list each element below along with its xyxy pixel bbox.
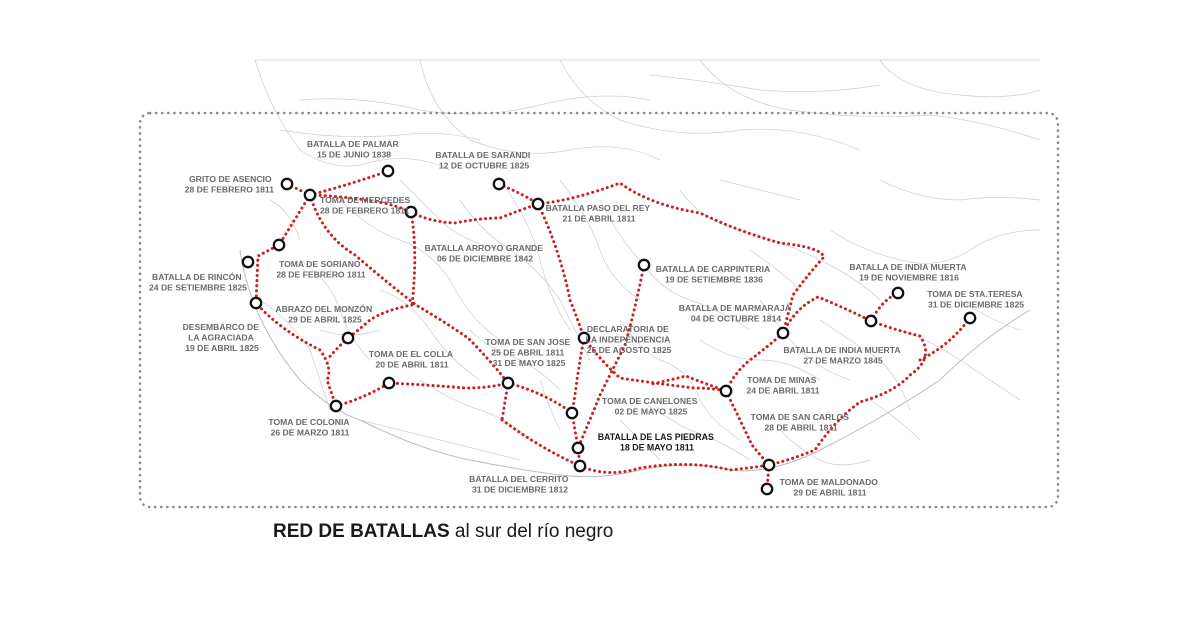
label-piedras: BATALLA DE LAS PIEDRAS 18 DE MAYO 1811 (598, 432, 717, 453)
label-asencio: GRITO DE ASENCIO 28 DE FEBRERO 1811 (185, 174, 275, 195)
marker-colonia[interactable] (329, 399, 343, 413)
label-rincon: BATALLA DE RINCÓN 24 DE SETIEMBRE 1825 (149, 271, 247, 293)
label-maldonado: TOMA DE MALDONADO 29 DE ABRIL 1811 (780, 477, 881, 498)
label-colonia: TOMA DE COLONIA 26 DE MARZO 1811 (268, 417, 351, 438)
label-agraciada: DESEMBARCO DE LA AGRACIADA 19 DE ABRIL 1… (183, 322, 262, 353)
marker-mercedes[interactable] (303, 188, 317, 202)
label-monzon: ABRAZO DEL MONZÓN 29 DE ABRIL 1825 (275, 303, 374, 325)
label-minas: TOMA DE MINAS 24 DE ABRIL 1811 (746, 375, 819, 396)
marker-monzon[interactable] (341, 331, 355, 345)
marker-soriano[interactable] (272, 238, 286, 252)
marker-san-carlos[interactable] (762, 458, 776, 472)
marker-canelones[interactable] (565, 406, 579, 420)
label-india-muerta-1845: BATALLA DE INDIA MUERTA 27 DE MARZO 1845 (783, 345, 902, 366)
marker-india-muerta-1845[interactable] (864, 314, 878, 328)
marker-asencio[interactable] (280, 177, 294, 191)
label-carpinteria: BATALLA DE CARPINTERIA 19 DE SETIEMBRE 1… (656, 264, 773, 285)
label-independencia: DECLARATORIA DE LA INDEPENDENCIA 25 DE A… (586, 324, 673, 355)
map-title-rest: al sur del río negro (449, 521, 614, 542)
marker-maldonado[interactable] (760, 482, 774, 496)
map-frame (138, 111, 1060, 509)
marker-palmar[interactable] (381, 164, 395, 178)
label-soriano: TOMA DE SORIANO 28 DE FEBRERO 1811 (276, 259, 366, 280)
marker-rincon[interactable] (241, 255, 255, 269)
marker-colla[interactable] (382, 376, 396, 390)
label-canelones: TOMA DE CANELONES 02 DE MAYO 1825 (602, 396, 700, 417)
marker-san-jose[interactable] (501, 376, 515, 390)
label-marmaraja: BATALLA DE MARMARAJÁ 04 DE OCTUBRE 1814 (679, 303, 793, 324)
marker-sta-teresa[interactable] (963, 311, 977, 325)
label-san-jose: TOMA DE SAN JOSE 25 DE ABRIL 1811 31 DE … (485, 337, 572, 368)
label-palmar: BATALLA DE PALMAR 15 DE JUNIO 1838 (307, 139, 401, 160)
marker-carpinteria[interactable] (637, 258, 651, 272)
label-san-carlos: TOMA DE SAN CARLOS 28 DE ABRIL 1811 (751, 412, 852, 433)
label-sta-teresa: TOMA DE STA.TERESA 31 DE DICIEMBRE 1825 (927, 289, 1024, 310)
marker-arroyo-grande[interactable] (404, 205, 418, 219)
marker-cerrito[interactable] (573, 459, 587, 473)
label-sarandi: BATALLA DE SARANDI 12 DE OCTUBRE 1825 (435, 150, 532, 171)
label-mercedes: TOMA DE MERCEDES 28 DE FEBRERO 1811 (320, 195, 413, 216)
marker-independencia[interactable] (577, 331, 591, 345)
label-paso-rey: BATALLA PASO DEL REY 21 DE ABRIL 1811 (546, 203, 653, 224)
label-arroyo-grande: BATALLA ARROYO GRANDE 06 DE DICIEMBRE 18… (425, 243, 546, 264)
marker-minas[interactable] (719, 384, 733, 398)
label-colla: TOMA DE EL COLLA 20 DE ABRIL 1811 (369, 349, 455, 370)
marker-piedras[interactable] (571, 441, 585, 455)
map-title-bold: RED DE BATALLAS (273, 521, 450, 542)
label-india-muerta-1816: BATALLA DE INDIA MUERTA 19 DE NOVIEMBRE … (849, 262, 968, 283)
marker-agraciada[interactable] (249, 296, 263, 310)
marker-marmaraja[interactable] (776, 326, 790, 340)
map-title: RED DE BATALLAS al sur del río negro (273, 521, 613, 543)
marker-sarandi[interactable] (492, 177, 506, 191)
label-cerrito: BATALLA DEL CERRITO 31 DE DICIEMBRE 1812 (469, 474, 571, 495)
marker-paso-rey[interactable] (531, 197, 545, 211)
marker-india-muerta-1816[interactable] (891, 286, 905, 300)
